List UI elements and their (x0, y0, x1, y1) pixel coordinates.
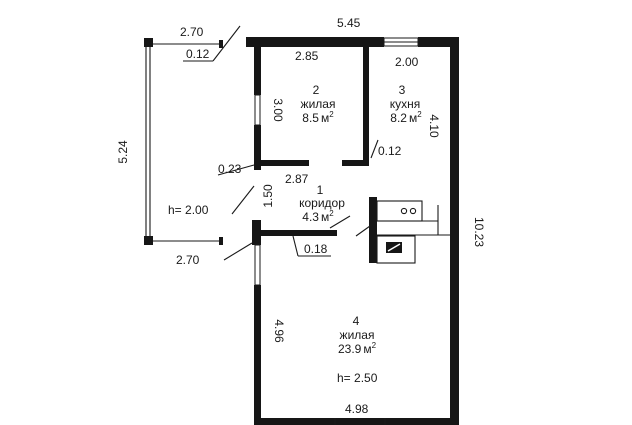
dim-room2-depth: 3.00 (271, 98, 285, 122)
dimension-labels: 2.70 0.12 5.24 2.70 5.45 2.85 2.00 3.00 … (116, 16, 486, 416)
room-name: кухня (390, 97, 421, 111)
dim-corridor-width: 2.87 (285, 172, 309, 186)
room-number: 4 (353, 314, 360, 328)
dim-room4-depth: 4.96 (272, 319, 286, 343)
room-number: 3 (399, 83, 406, 97)
house-walls (246, 37, 459, 425)
height-veranda: h= 2.00 (168, 203, 209, 217)
dimension-lines (183, 25, 386, 425)
dim-partition-a: 0.23 (218, 162, 242, 176)
room-name: жилая (301, 97, 336, 111)
dim-room4-width: 4.98 (345, 402, 369, 416)
dim-veranda-side: 5.24 (116, 140, 130, 164)
dim-house-length: 10.23 (472, 217, 486, 247)
veranda-walls (144, 38, 223, 245)
room-number: 1 (317, 183, 324, 197)
dim-kitchen-depth: 4.10 (427, 114, 441, 138)
window-room4 (254, 244, 261, 286)
room-name: коридор (299, 196, 345, 210)
dim-veranda-top: 2.70 (180, 25, 204, 39)
dim-veranda-bottom: 2.70 (176, 253, 200, 267)
dim-veranda-wall: 0.12 (186, 47, 210, 61)
dim-partition-b: 0.12 (378, 144, 402, 158)
room-name: жилая (340, 328, 375, 342)
dim-corridor-depth: 1.50 (261, 184, 275, 208)
height-main: h= 2.50 (337, 371, 378, 385)
window-room2 (254, 94, 261, 126)
dim-house-top: 5.45 (337, 16, 361, 30)
dim-corridor-wall: 0.18 (304, 242, 328, 256)
dim-room2-width: 2.85 (295, 49, 319, 63)
dim-kitchen-width: 2.00 (395, 55, 419, 69)
room-number: 2 (313, 83, 320, 97)
